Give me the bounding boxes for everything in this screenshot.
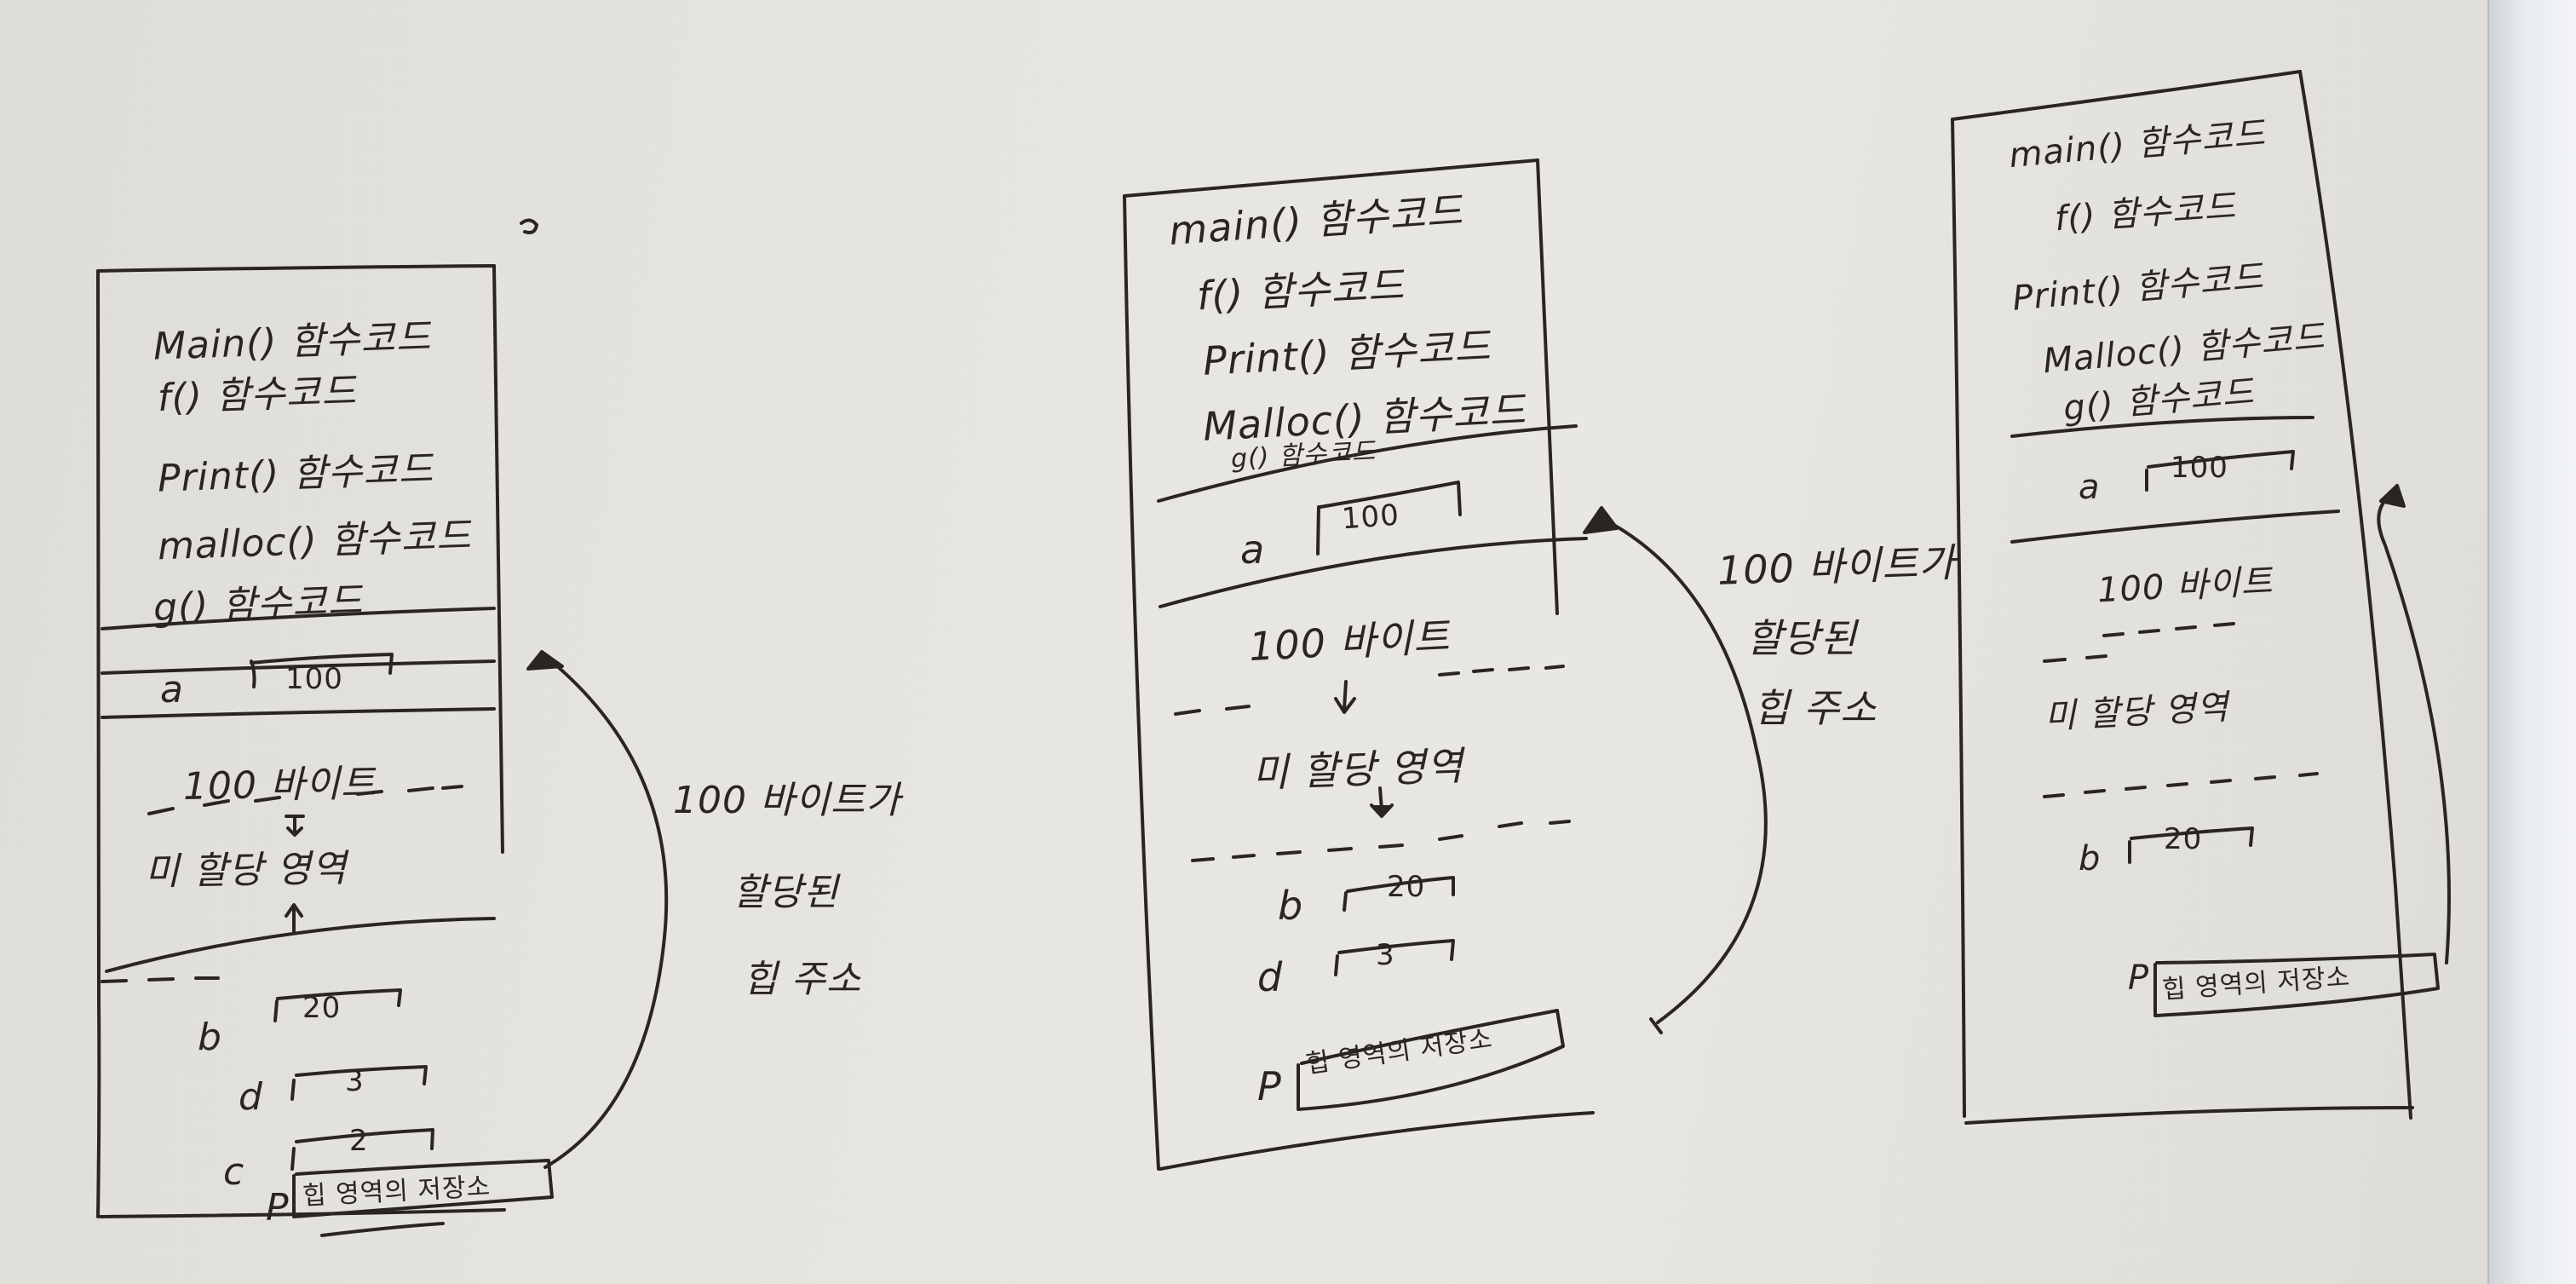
d2-note-line-2: 할당된	[1746, 615, 1857, 661]
d2-unalloc: 미 할당 영역	[1251, 742, 1464, 797]
d2-var-d-name: d	[1257, 954, 1284, 1000]
d2-var-a-name: a	[1240, 527, 1266, 573]
d1-var-c-name: c	[223, 1150, 245, 1194]
d1-box-c	[290, 1128, 434, 1171]
d2-note-line-3: 힙 주소	[1753, 685, 1877, 731]
d2-heap-mark	[1370, 786, 1394, 818]
d3-var-a-value: 100	[2171, 451, 2228, 485]
d3-unalloc: 미 할당 영역	[2043, 688, 2230, 737]
diagram-2-strokes	[1123, 158, 1768, 1171]
d2-box-b	[1343, 876, 1455, 912]
d2-heap-top: 100 바이트	[1247, 613, 1452, 671]
d2-bottom-border	[1159, 1111, 1595, 1171]
d2-var-a-value: 100	[1340, 498, 1401, 537]
d1-unalloc: 미 할당 영역	[144, 846, 348, 895]
d2-note-line-1: 100 바이트가	[1716, 539, 1957, 594]
d1-dashes-upper	[147, 785, 463, 815]
d1-note-line-2: 할당된	[733, 871, 839, 914]
d1-code-line-g: g() 함수코드	[152, 579, 364, 630]
d3-dashes-upper2	[2043, 654, 2107, 663]
d3-divider-code	[2010, 416, 2314, 438]
d3-box-p	[2153, 953, 2440, 1017]
d2-stack-grow-arrow	[1334, 680, 1356, 714]
d2-divider-data	[1159, 537, 1588, 608]
d2-var-d-value: 3	[1376, 938, 1395, 972]
d1-var-d-name: d	[239, 1075, 263, 1119]
d3-var-b-value: 20	[2164, 822, 2203, 856]
d3-var-a-name: a	[2079, 468, 2101, 507]
d1-p-underline	[320, 1222, 445, 1237]
d1-stack-grow-arrow	[285, 815, 305, 837]
d1-var-b-value: 20	[302, 991, 342, 1025]
d1-right-border	[492, 264, 504, 854]
d1-var-d-value: 3	[345, 1064, 365, 1098]
d1-var-c-value: 2	[349, 1124, 369, 1158]
d2-var-b-value: 20	[1387, 870, 1426, 904]
d1-divider-data1	[101, 659, 496, 675]
d1-left-border	[96, 269, 101, 1218]
d1-top-border	[96, 264, 496, 273]
d1-code-line-malloc: malloc() 함수코드	[157, 514, 473, 569]
d2-divider-heap-dashes	[1191, 820, 1571, 862]
d3-right-border	[2298, 70, 2412, 1120]
d3-heap-top: 100 바이트	[2096, 561, 2274, 611]
d1-var-a-value: 100	[285, 662, 343, 696]
diagram-3-strokes	[1951, 70, 2451, 1125]
d1-box-b	[273, 988, 402, 1022]
d1-box-a	[250, 653, 394, 688]
d2-top-border	[1123, 158, 1539, 198]
d1-divider-data2	[101, 707, 496, 719]
d2-pointer-name: P	[1257, 1063, 1282, 1109]
d3-top-border	[1951, 70, 2302, 121]
d2-right-border	[1536, 158, 1559, 615]
d1-bottom-border	[99, 1208, 506, 1218]
d1-var-b-name: b	[198, 1016, 222, 1059]
diagram-1-strokes	[96, 264, 669, 1237]
d1-code-line-f: f() 함수코드	[157, 369, 358, 421]
d3-left-border	[1951, 118, 1966, 1118]
d1-note-line-3: 힙 주소	[743, 958, 862, 1001]
stray-mark	[520, 218, 538, 234]
d1-code-line-main: Main() 함수코드	[152, 315, 433, 369]
d1-heap-grow-arrow	[285, 903, 303, 935]
d2-dashes-upper2	[1174, 705, 1251, 716]
d3-pointer-arrowhead	[2379, 484, 2406, 508]
d1-heap-top: 100 바이트	[182, 762, 377, 809]
d1-pointer-arrowhead	[526, 650, 564, 671]
d1-code-line-print: Print() 함수코드	[157, 447, 435, 501]
d2-pointer-arrow	[1600, 516, 1768, 1024]
d1-var-a-name: a	[160, 668, 184, 711]
d2-code-line-g: g() 함수코드	[1230, 436, 1377, 475]
d3-dashes-upper	[2102, 622, 2235, 637]
d2-pointer-arrowhead	[1583, 506, 1619, 534]
d2-box-a	[1316, 481, 1462, 556]
d2-left-border	[1123, 194, 1160, 1171]
d2-var-b-name: b	[1278, 883, 1304, 929]
d3-divider-heap-dashes	[2043, 772, 2319, 798]
d1-pointer-name: P	[266, 1186, 290, 1229]
d3-divider-data	[2010, 510, 2340, 544]
d2-box-d	[1334, 939, 1455, 976]
d1-box-p	[292, 1159, 554, 1218]
d2-code-line-f: f() 함수코드	[1195, 262, 1406, 320]
paper-stack-edge	[2487, 0, 2576, 1284]
d3-var-b-name: b	[2079, 839, 2102, 878]
d1-dashes-lower	[101, 976, 220, 983]
d3-box-b	[2128, 826, 2254, 864]
d2-dashes-upper	[1438, 665, 1565, 677]
d3-box-a	[2145, 450, 2295, 492]
d2-box-p	[1297, 1009, 1565, 1111]
d1-box-d	[290, 1065, 428, 1101]
d1-divider-heap	[105, 917, 496, 973]
d2-arrow-tail	[1649, 1017, 1663, 1034]
d3-bottom-border	[1964, 1106, 2414, 1125]
d2-divider-code	[1157, 424, 1578, 503]
d1-note-line-1: 100 바이트가	[673, 779, 901, 822]
d3-pointer-name: P	[2128, 959, 2150, 998]
d1-divider-code	[101, 607, 496, 630]
d1-pointer-arrow	[543, 654, 669, 1169]
d3-pointer-arrow	[2377, 491, 2451, 964]
